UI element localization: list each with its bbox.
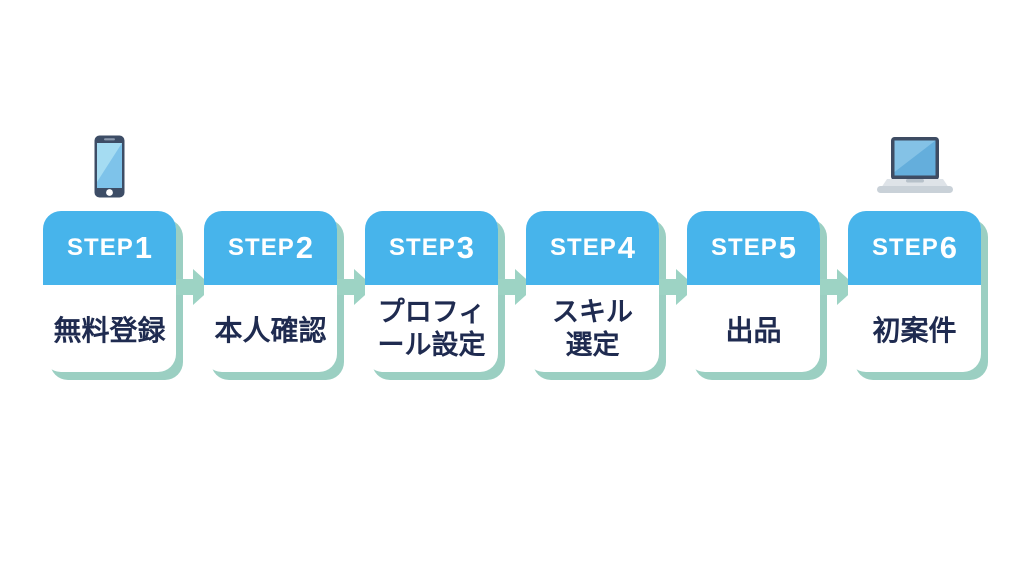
arrow-right-icon [330, 269, 374, 305]
step-card: STEP 6 初案件 [848, 211, 981, 372]
step-card: STEP 1 無料登録 [43, 211, 176, 372]
step-word: STEP [67, 234, 134, 261]
step-label-line1: スキル [552, 296, 633, 327]
step-body: 初案件 [848, 285, 981, 372]
step-header: STEP 2 [204, 211, 337, 285]
step-label: 初案件 [872, 314, 957, 346]
step-body: 無料登録 [43, 285, 176, 372]
step-body: プロフィ ール設定 [365, 285, 498, 372]
step-word: STEP [228, 234, 295, 261]
step-label: スキル 選定 [552, 296, 633, 362]
step-card-2: STEP 2 本人確認 [204, 211, 374, 380]
step-word: STEP [550, 234, 617, 261]
step-word: STEP [711, 234, 778, 261]
step-card: STEP 5 出品 [687, 211, 820, 372]
step-word: STEP [389, 234, 456, 261]
step-label: 無料登録 [53, 314, 166, 346]
step-card-5: STEP 5 出品 [687, 211, 857, 380]
step-header: STEP 6 [848, 211, 981, 285]
arrow-right-icon [813, 269, 857, 305]
step-label-line1: プロフィ [377, 296, 486, 327]
step-card: STEP 2 本人確認 [204, 211, 337, 372]
step-label: プロフィ ール設定 [378, 296, 486, 362]
step-card-3: STEP 3 プロフィ ール設定 [365, 211, 535, 380]
step-number: 6 [939, 230, 957, 265]
step-number: 2 [295, 230, 313, 265]
laptop-icon [877, 137, 953, 200]
arrow-right-icon [652, 269, 696, 305]
step-header: STEP 5 [687, 211, 820, 285]
step-word: STEP [872, 234, 939, 261]
step-card-6: STEP 6 初案件 [848, 137, 988, 380]
step-number: 3 [456, 230, 474, 265]
step-body: スキル 選定 [526, 285, 659, 372]
step-body: 出品 [687, 285, 820, 372]
step-label-line2: 選定 [565, 329, 620, 360]
step-card-1: STEP 1 無料登録 [43, 135, 213, 380]
step-label: 本人確認 [214, 314, 327, 346]
step-label: 出品 [725, 314, 782, 346]
step-card-4: STEP 4 スキル 選定 [526, 211, 696, 380]
step-number: 5 [778, 230, 796, 265]
step-label-line2: ール設定 [377, 329, 486, 360]
step-header: STEP 4 [526, 211, 659, 285]
step-header: STEP 1 [43, 211, 176, 285]
arrow-right-icon [491, 269, 535, 305]
step-card: STEP 4 スキル 選定 [526, 211, 659, 372]
step-number: 4 [617, 230, 635, 265]
step-number: 1 [134, 230, 152, 265]
smartphone-icon [94, 135, 125, 203]
step-card: STEP 3 プロフィ ール設定 [365, 211, 498, 372]
step-header: STEP 3 [365, 211, 498, 285]
step-body: 本人確認 [204, 285, 337, 372]
arrow-right-icon [169, 269, 213, 305]
